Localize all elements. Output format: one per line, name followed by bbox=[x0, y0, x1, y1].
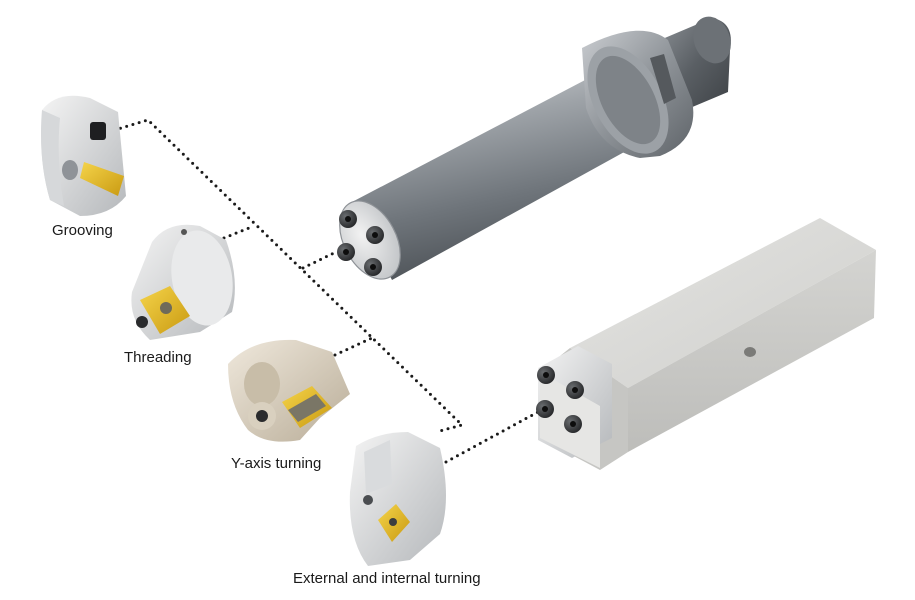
y-axis-turning-head bbox=[228, 339, 350, 442]
connector-grooving bbox=[106, 118, 465, 434]
square-bar-holder bbox=[536, 218, 876, 470]
label-threading: Threading bbox=[124, 349, 192, 366]
turning-head bbox=[349, 432, 446, 566]
connector-threading bbox=[222, 224, 256, 240]
shank-screws bbox=[337, 210, 384, 276]
connector-yaxis bbox=[333, 336, 374, 357]
label-y-axis-turning: Y-axis turning bbox=[231, 455, 322, 472]
round-shank-holder bbox=[337, 16, 731, 280]
threading-head bbox=[131, 224, 235, 340]
label-external-internal-turning: External and internal turning bbox=[293, 570, 481, 587]
connector-lines bbox=[106, 118, 540, 464]
connector-shank bbox=[301, 250, 338, 270]
bar-screws bbox=[536, 366, 584, 433]
label-grooving: Grooving bbox=[52, 222, 113, 239]
grooving-head bbox=[41, 95, 126, 216]
connector-bar bbox=[444, 410, 540, 464]
